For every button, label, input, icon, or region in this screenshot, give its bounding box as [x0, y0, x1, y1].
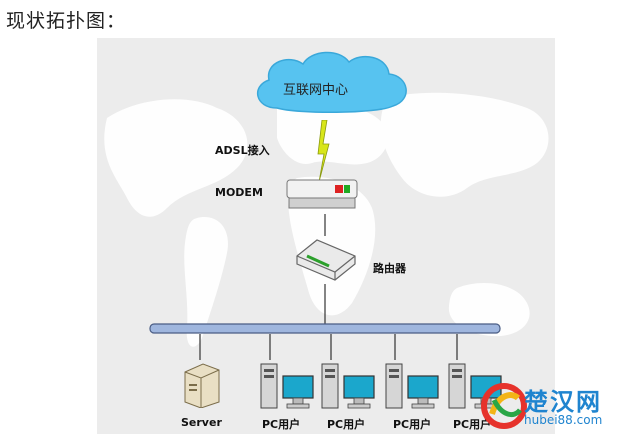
router-label: 路由器	[373, 262, 406, 275]
connection-lines	[199, 214, 458, 360]
modem-icon	[286, 179, 358, 209]
pc-icon	[385, 363, 439, 409]
pc-label: PC用户	[262, 418, 301, 431]
watermark-logo-icon	[481, 383, 527, 429]
watermark-text: 楚汉网	[524, 388, 602, 416]
router-icon	[296, 239, 356, 281]
pc-icon	[321, 363, 375, 409]
internet-cloud	[257, 51, 407, 114]
topology-diagram: 互联网中心 ADSL接入 MODEM 路由器	[97, 38, 555, 434]
pc-icon	[260, 363, 314, 409]
page-title: 现状拓扑图：	[6, 10, 127, 32]
pc-label: PC用户	[393, 418, 432, 431]
pc-label: PC用户	[453, 418, 492, 431]
server-icon	[184, 363, 220, 408]
cloud-label: 互联网中心	[283, 83, 349, 98]
lightning-icon	[317, 120, 330, 182]
pc-label: PC用户	[327, 418, 366, 431]
adsl-label: ADSL接入	[215, 144, 270, 157]
server-label: Server	[181, 416, 222, 429]
network-bus	[149, 323, 501, 334]
watermark-url: hubei88.com	[524, 413, 603, 427]
modem-label: MODEM	[215, 186, 263, 199]
